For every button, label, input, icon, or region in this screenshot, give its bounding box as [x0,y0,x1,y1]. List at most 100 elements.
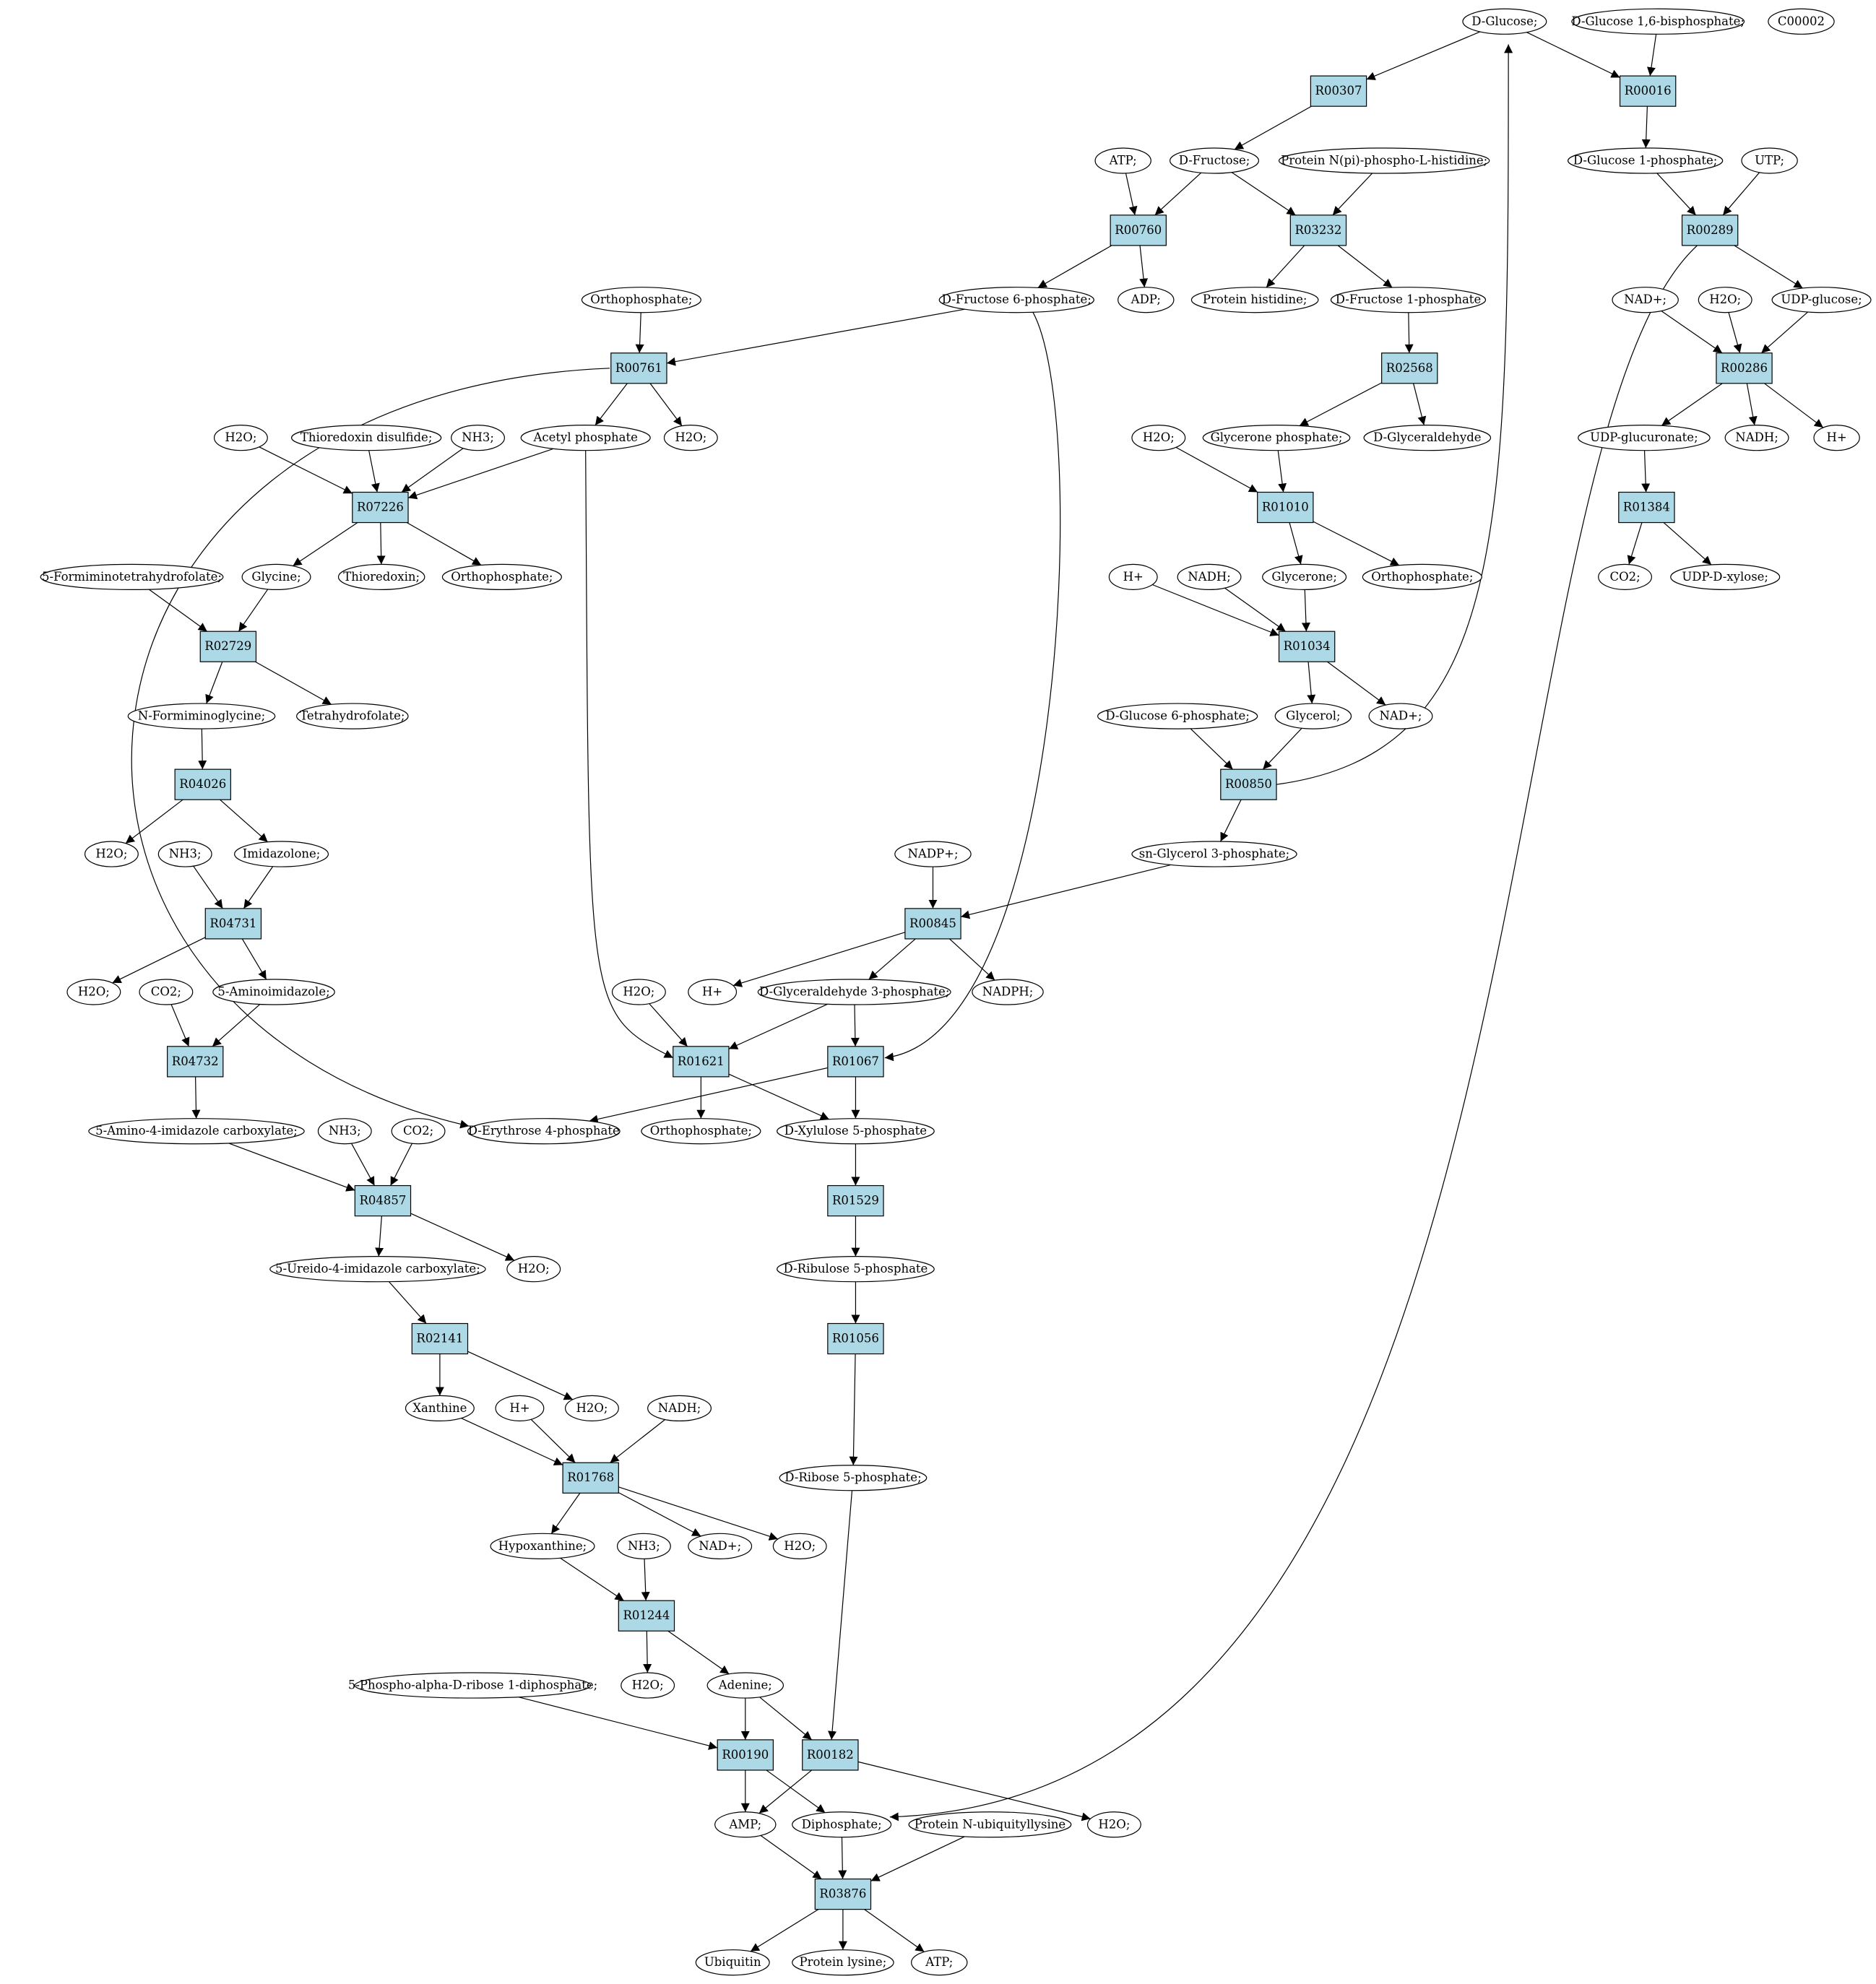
metabolite-node-protlys: Protein lysine; [792,1949,894,1976]
metabolite-ellipse [1097,703,1258,729]
metabolite-node-c00002: C00002 [1768,8,1835,35]
metabolite-node-udpglc: UDP-glucose; [1771,287,1872,313]
metabolite-node-orthoB: Orthophosphate; [441,563,562,590]
edge-R01384-to-udpxyl [1663,522,1712,566]
metabolite-ellipse [1771,287,1872,313]
reaction-node-R01056: R01056 [827,1322,884,1355]
edge-R00760-to-f6p [1037,245,1112,288]
metabolite-ellipse [506,1256,561,1283]
edge-xan-to-R01768 [461,1418,563,1465]
metabolite-ellipse [714,1811,777,1838]
metabolite-ellipse [241,563,311,590]
edge-h2oG-to-R01621 [649,1003,688,1047]
metabolite-label: H+ [509,1401,529,1415]
edge-ade-to-R00182 [759,1697,813,1741]
metabolite-ellipse [391,1118,446,1145]
edge-protubq-to-R03876 [870,1836,965,1881]
metabolite-ellipse [213,425,268,451]
metabolite-label: NADP+; [907,847,958,861]
reaction-label: R00182 [807,1748,854,1762]
reaction-node-R01621: R01621 [673,1046,730,1078]
metabolite-label: H2O; [225,430,256,444]
metabolite-label: H2O; [1143,430,1175,444]
reaction-box [562,1462,619,1494]
reaction-box [1619,75,1677,107]
metabolite-node-xu5p: D-Xylulose 5-phosphate [777,1118,935,1145]
metabolite-node-nadA: NAD+; [1612,287,1679,313]
metabolite-label: H+ [702,985,722,999]
metabolite-ellipse [317,1118,372,1145]
metabolite-node-thf: Tetrahydrofolate; [296,703,409,729]
metabolite-ellipse [663,425,718,451]
metabolite-node-ade: Adenine; [706,1672,784,1699]
metabolite-node-utp: UTP; [1741,147,1798,174]
metabolite-label: UDP-glucose; [1781,293,1862,306]
metabolite-label: D-Glucose 1-phosphate; [1573,153,1718,167]
metabolite-node-uic: 5-Ureido-4-imidazole carboxylate; [269,1256,486,1283]
edge-nadhB-to-R01034 [1224,587,1286,632]
metabolite-ellipse [157,841,212,867]
edge-R01056-to-r5p [849,1353,858,1465]
edge-orthoA-to-R00761 [635,312,644,353]
metabolite-label: 5-Aminoimidazole; [217,985,329,999]
reaction-label: R00289 [1687,223,1734,237]
metabolite-ellipse [772,1533,827,1559]
metabolite-node-adp: ADP; [1118,287,1175,313]
edge-uic-to-R02141 [389,1281,427,1324]
metabolite-ellipse [1177,563,1242,590]
metabolite-node-glycerone: Glycerone; [1262,563,1347,590]
metabolite-label: D-Ribulose 5-phosphate [784,1262,928,1275]
edge-R04731-to-aminoimid [241,938,267,980]
reaction-box [352,491,409,524]
edge-r5p-to-R00182 [828,1490,853,1740]
metabolite-label: ATP; [925,1955,953,1969]
reaction-node-R00289: R00289 [1681,215,1739,246]
edge-R01034-to-nadB [1327,661,1386,706]
metabolite-ellipse [441,563,562,590]
metabolite-ellipse [1698,287,1752,313]
node-layer: D-Glucose;D-Glucose 1,6-bisphosphate;C00… [40,8,1872,1976]
metabolite-label: H2O; [675,430,706,444]
metabolite-ellipse [1741,147,1798,174]
edge-R00289-to-udpglc [1734,245,1803,289]
edge-R07226-to-gly [293,522,358,567]
metabolite-node-aminoimid: 5-Aminoimidazole; [212,979,335,1005]
metabolite-label: H2O; [518,1262,550,1275]
edge-R01034-to-glycerol [1307,662,1316,704]
edge-f6p-to-R01067 [884,312,1061,1062]
edge-R00845-to-nadph [949,938,995,981]
reaction-node-R00190: R00190 [717,1739,774,1771]
metabolite-ellipse [337,563,425,590]
reaction-node-R02729: R02729 [199,631,257,662]
metabolite-ellipse [66,979,121,1005]
reaction-label: R02141 [416,1332,463,1346]
metabolite-label: Hypoxanthine; [498,1539,587,1553]
metabolite-label: D-Fructose 6-phosphate; [942,293,1092,306]
reaction-label: R00307 [1315,84,1362,98]
edge-R02729-to-formgly [205,662,223,704]
metabolite-node-h2oE: H2O; [84,841,139,867]
metabolite-node-nh3A: NH3; [451,425,505,451]
metabolite-ellipse [1670,563,1781,590]
metabolite-label: UTP; [1755,153,1784,167]
metabolite-label: N-Formiminoglycine; [138,709,265,723]
metabolite-label: D-Ribose 5-phosphate; [784,1470,921,1484]
reaction-box [199,631,257,662]
metabolite-node-ru5p: D-Ribulose 5-phosphate [777,1256,935,1283]
metabolite-node-udpxyl: UDP-D-xylose; [1670,563,1781,590]
metabolite-node-trxss: Thioredoxin disulfide; [290,425,442,451]
metabolite-node-glycerol: Glycerol; [1274,703,1352,729]
edge-g6p-to-R00850 [1190,728,1233,770]
metabolite-label: NADH; [1188,570,1231,584]
metabolite-label: H2O; [1098,1817,1130,1831]
edge-R01384-to-co2A [1627,522,1643,565]
edge-co2B-to-R04732 [170,1004,190,1047]
metabolite-ellipse [139,979,194,1005]
metabolite-ellipse [1362,563,1482,590]
reaction-node-R00182: R00182 [802,1739,859,1771]
reaction-node-R04731: R04731 [204,908,262,940]
metabolite-node-h2oF: H2O; [66,979,121,1005]
reaction-node-R01034: R01034 [1278,631,1336,662]
metabolite-ellipse [641,1118,761,1145]
metabolite-node-glc1p: D-Glucose 1-phosphate; [1568,147,1724,174]
